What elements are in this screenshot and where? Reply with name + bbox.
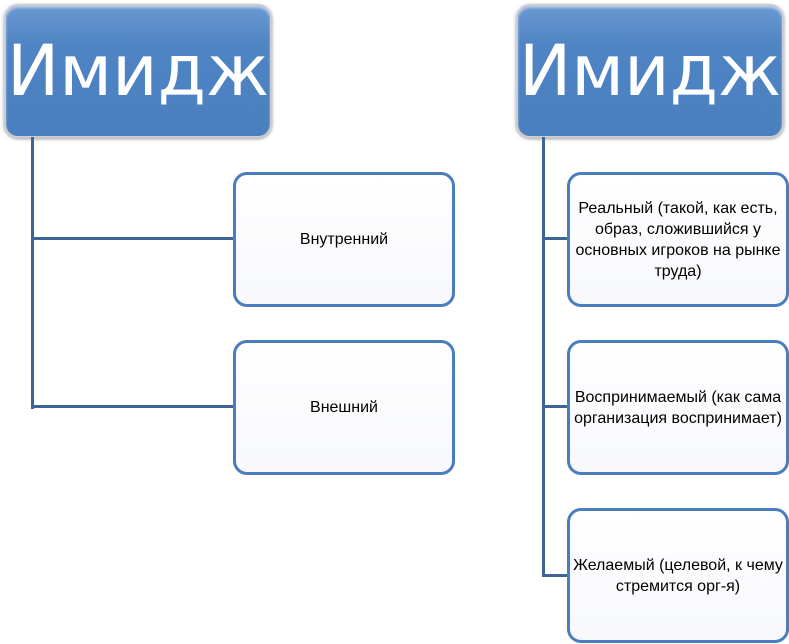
right-trunk-line: [542, 137, 545, 577]
left-node-external: Внешний: [233, 340, 455, 475]
left-trunk-line: [31, 137, 34, 409]
right-node-desired: Желаемый (целевой, к чему стремится орг-…: [567, 508, 789, 643]
left-connector-2: [31, 405, 235, 408]
left-connector-1: [31, 237, 235, 240]
left-node-internal: Внутренний: [233, 172, 455, 307]
right-node-perceived: Воспринимаемый (как сама организация вос…: [567, 340, 789, 475]
right-root-node: Имидж: [516, 4, 784, 138]
right-connector-2: [542, 405, 569, 408]
right-node-real: Реальный (такой, как есть, образ, сложив…: [567, 172, 789, 307]
right-connector-1: [542, 237, 569, 240]
left-root-node: Имидж: [4, 4, 272, 138]
right-connector-3: [542, 574, 569, 577]
